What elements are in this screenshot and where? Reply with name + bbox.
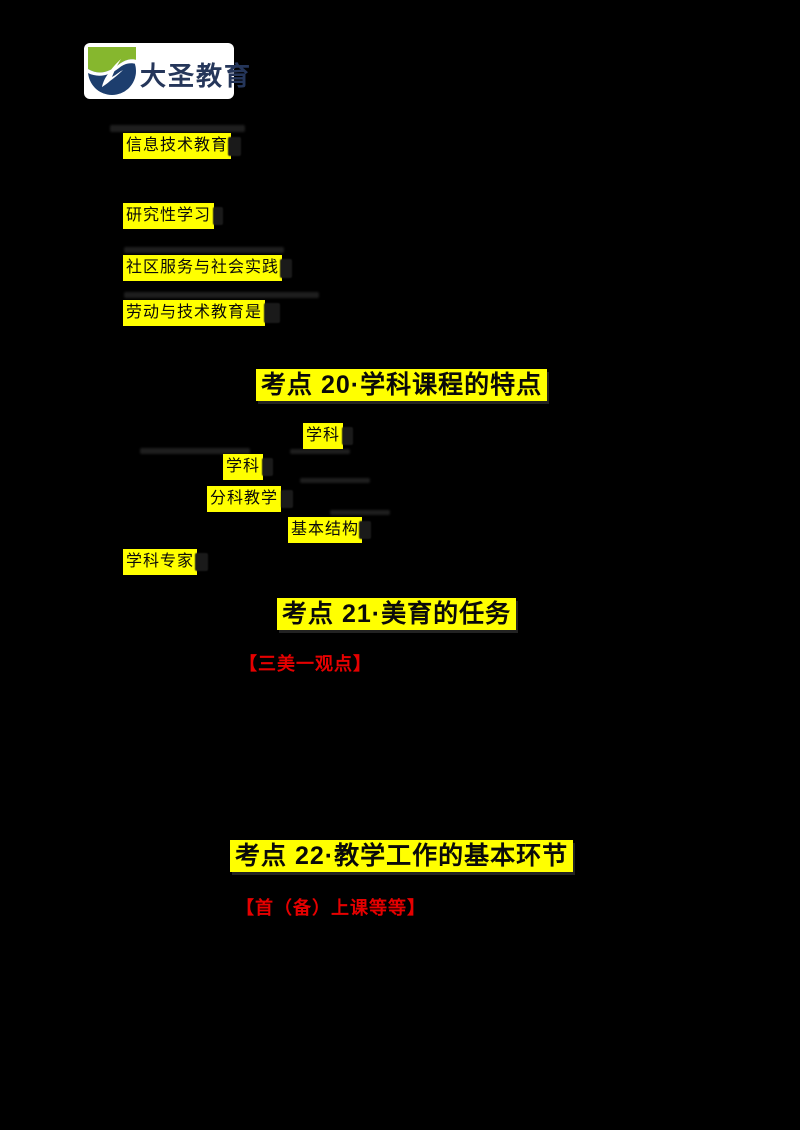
highlight-fragment: 学科	[303, 423, 344, 449]
highlight-fragment: 学科	[223, 454, 264, 480]
exam-point-22-heading: 考点 22·教学工作的基本环节	[230, 840, 574, 872]
brand-logo: 大圣教育	[84, 43, 250, 99]
hidden-char-fragment	[280, 259, 292, 278]
swallow-bird-icon	[88, 47, 136, 95]
hidden-char-fragment	[195, 553, 208, 571]
text-smudge	[124, 292, 319, 298]
hidden-char-fragment	[359, 521, 371, 539]
exam-point-21-heading: 考点 21·美育的任务	[277, 598, 517, 630]
highlight-fragment: 信息技术教育	[123, 133, 232, 159]
highlight-fragment: 研究性学习	[123, 203, 215, 229]
text-smudge	[300, 478, 370, 483]
highlight-fragment: 基本结构	[288, 517, 363, 543]
brand-name: 大圣教育	[140, 61, 253, 91]
highlight-fragment: 分科教学	[207, 486, 282, 512]
highlight-fragment: 劳动与技术教育是	[123, 300, 266, 326]
hidden-char-fragment	[228, 137, 241, 156]
text-smudge	[124, 247, 284, 253]
text-smudge	[330, 510, 390, 515]
hidden-char-fragment	[262, 458, 273, 476]
hidden-char-fragment	[342, 427, 353, 445]
mnemonic-note: 【三美一观点】	[239, 654, 372, 674]
highlight-fragment: 学科专家	[123, 549, 198, 575]
exam-point-20-heading: 考点 20·学科课程的特点	[256, 369, 548, 401]
highlight-fragment: 社区服务与社会实践	[123, 255, 283, 281]
text-smudge	[110, 125, 245, 132]
text-smudge	[140, 448, 250, 454]
text-smudge	[290, 449, 350, 454]
hidden-char-fragment	[264, 303, 280, 323]
hidden-char-fragment	[213, 207, 223, 225]
mnemonic-note: 【首（备）上课等等】	[236, 898, 426, 918]
hidden-char-fragment	[281, 490, 293, 508]
